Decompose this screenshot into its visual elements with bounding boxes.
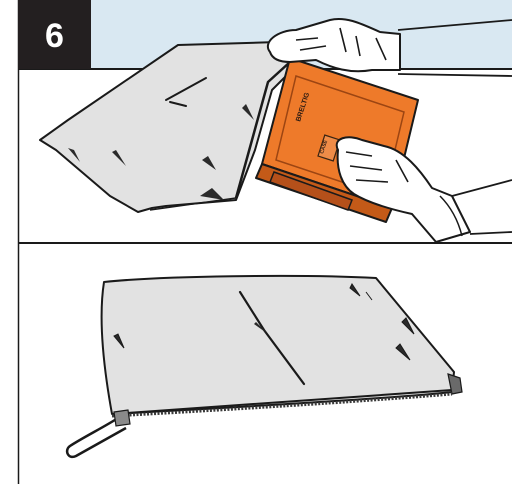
glove-icon: [337, 137, 512, 242]
grounding-bag-closed-icon: [102, 276, 462, 414]
step-number-badge: 6: [18, 0, 91, 69]
